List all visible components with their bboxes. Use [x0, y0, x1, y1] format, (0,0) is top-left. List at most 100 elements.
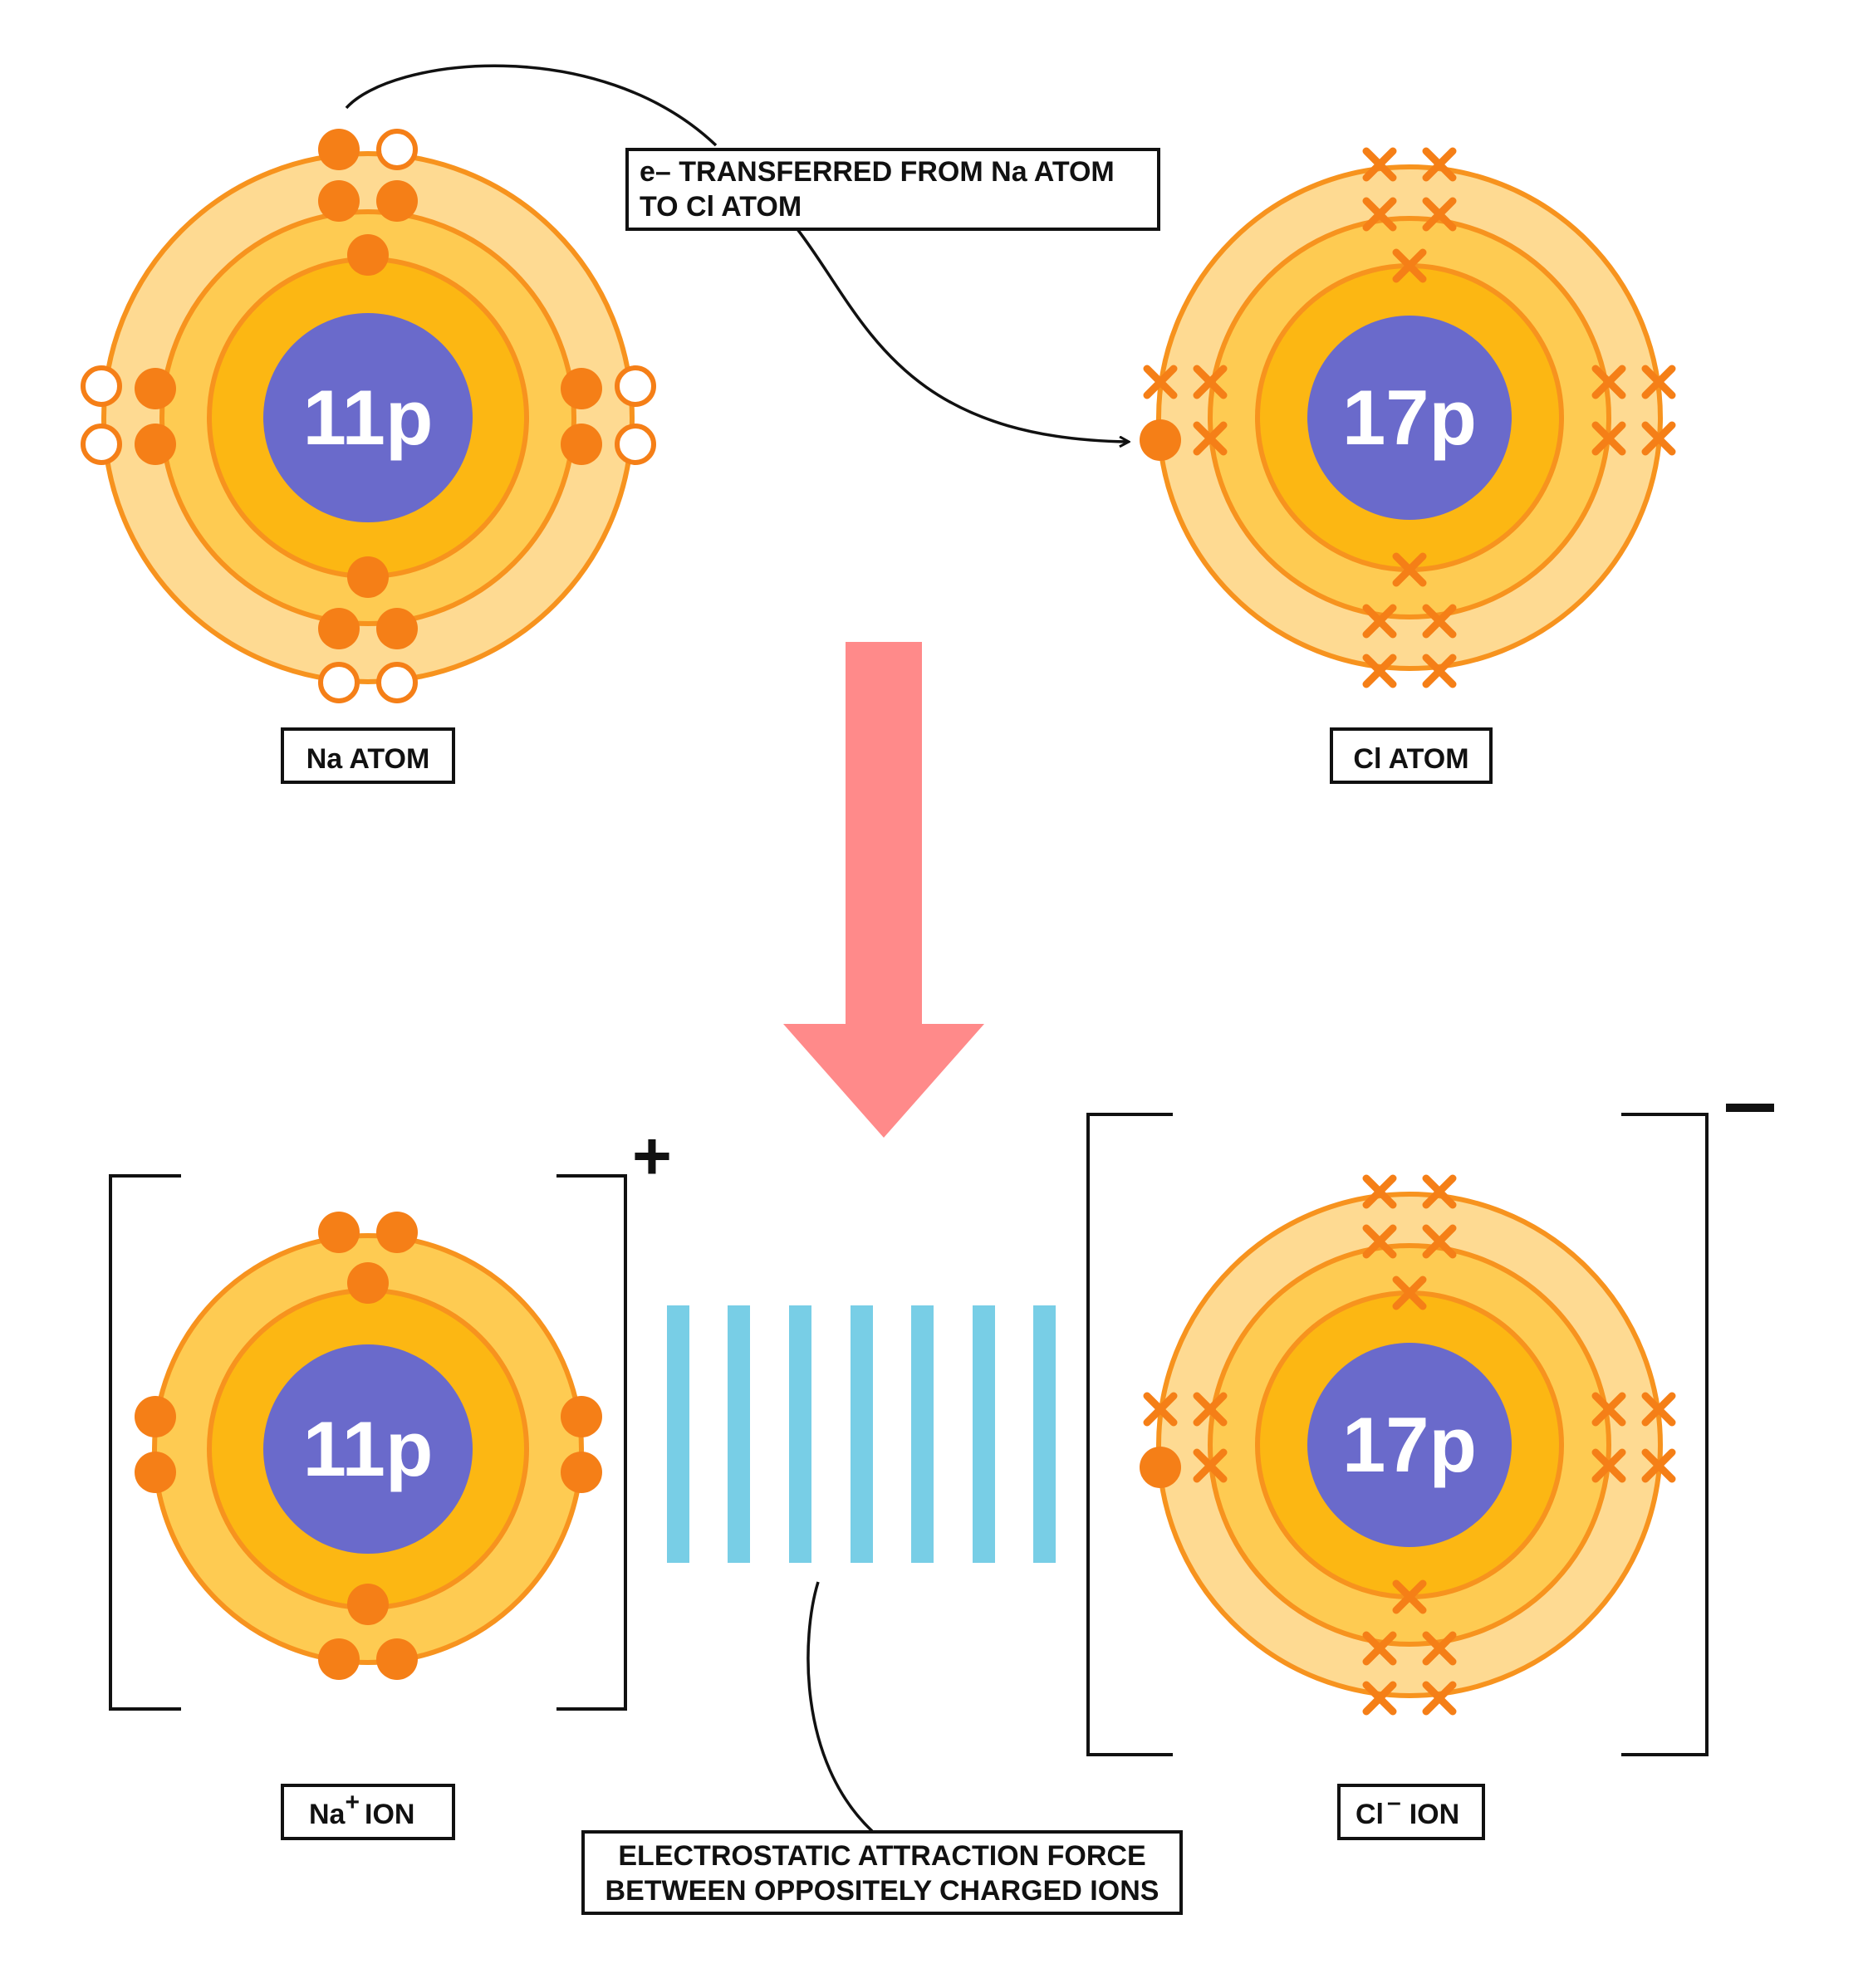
attraction-bar	[1033, 1305, 1056, 1563]
cross-electron-mark	[1422, 604, 1457, 639]
cl-atom-caption-box: Cl ATOM	[1330, 727, 1493, 784]
open-electron-dot	[615, 365, 656, 407]
cl-ion-charge-sign	[1726, 1104, 1774, 1112]
open-electron-dot	[615, 424, 656, 465]
filled-electron-dot	[135, 1396, 176, 1437]
na-atom-caption: Na ATOM	[306, 743, 430, 775]
cross-electron-mark	[1422, 197, 1457, 232]
cross-electron-mark	[1392, 1276, 1427, 1310]
attraction-bar	[851, 1305, 873, 1563]
attraction-connector-line	[806, 1581, 874, 1833]
cross-electron-mark	[1392, 552, 1427, 587]
na-ion-charge-sign: +	[632, 1119, 672, 1194]
cl-atom-caption: Cl ATOM	[1353, 743, 1468, 775]
transfer-note-line1: e– TRANSFERRED FROM Na ATOM	[640, 156, 1115, 188]
na-ion-caption-symbol: Na	[309, 1799, 346, 1830]
na-ion-nucleus	[263, 1344, 473, 1554]
cross-electron-mark	[1641, 1448, 1676, 1483]
cross-electron-mark	[1193, 1392, 1228, 1427]
na-ion-bracket-right	[556, 1174, 627, 1711]
cross-electron-mark	[1591, 421, 1626, 456]
cross-electron-mark	[1392, 1579, 1427, 1614]
filled-electron-dot	[135, 1452, 176, 1493]
cross-electron-mark	[1591, 1392, 1626, 1427]
cross-electron-mark	[1422, 1224, 1457, 1259]
filled-electron-dot	[376, 1638, 418, 1680]
cross-electron-mark	[1422, 1631, 1457, 1666]
na-ion-bracket-left	[109, 1174, 181, 1711]
electrostatic-attraction-bars	[667, 1305, 1056, 1563]
cl-ion-caption-symbol: Cl	[1356, 1799, 1384, 1830]
cross-electron-mark	[1143, 365, 1178, 399]
cross-electron-mark	[1422, 1681, 1457, 1716]
cl-ion: 17p	[1140, 1174, 1676, 1716]
attraction-bar	[911, 1305, 934, 1563]
open-electron-dot	[81, 424, 122, 465]
cross-electron-mark	[1641, 1392, 1676, 1427]
cl-ion-bracket-right	[1621, 1113, 1709, 1756]
transfer-note-box: e– TRANSFERRED FROM Na ATOM TO Cl ATOM	[625, 148, 1160, 231]
filled-electron-dot	[561, 424, 602, 465]
cl-ion-electrons	[1143, 1174, 1676, 1716]
filled-electron-dot	[347, 556, 389, 598]
cross-electron-mark	[1422, 1174, 1457, 1209]
cl-ion-nucleus	[1307, 1343, 1512, 1547]
cross-electron-mark	[1641, 421, 1676, 456]
na-atom-nucleus	[263, 313, 473, 522]
transfer-connector-line	[345, 64, 718, 147]
cl-ion-caption-word: ION	[1410, 1799, 1459, 1830]
na-atom-nucleus-label: 11p	[303, 374, 434, 461]
attraction-bar	[973, 1305, 995, 1563]
filled-electron-dot	[561, 1396, 602, 1437]
transfer-arrow	[796, 228, 1128, 442]
cross-electron-mark	[1362, 1681, 1397, 1716]
filled-electron-dot	[347, 1262, 389, 1304]
na-atom-empty-slots	[81, 129, 656, 703]
cross-electron-mark	[1362, 604, 1397, 639]
cl-atom-nucleus	[1307, 316, 1512, 520]
na-atom: 11p	[81, 129, 656, 703]
na-ion-electrons	[135, 1212, 602, 1680]
na-ion-nucleus-label: 11p	[303, 1405, 434, 1492]
cross-electron-mark	[1641, 365, 1676, 399]
na-ion: 11p	[135, 1212, 602, 1680]
filled-electron-dot	[376, 1212, 418, 1253]
na-ion-caption-box: Na+ION	[281, 1784, 455, 1840]
na-ion-caption: Na+ION	[309, 1789, 414, 1830]
open-electron-dot	[81, 365, 122, 407]
na-ion-caption-word: ION	[365, 1799, 414, 1830]
cross-electron-mark	[1392, 248, 1427, 283]
attraction-bar	[667, 1305, 689, 1563]
filled-electron-dot	[318, 608, 360, 649]
filled-electron-dot	[318, 180, 360, 222]
cl-atom-electrons	[1143, 147, 1676, 688]
filled-electron-dot	[376, 608, 418, 649]
attraction-note-line1: ELECTROSTATIC ATTRACTION FORCE	[618, 1840, 1145, 1872]
filled-electron-dot	[561, 1452, 602, 1493]
cross-electron-mark	[1591, 365, 1626, 399]
filled-electron-dot	[1140, 1447, 1181, 1488]
filled-electron-dot	[1140, 419, 1181, 461]
cl-ion-caption-charge: –	[1387, 1789, 1401, 1816]
cross-electron-mark	[1362, 1174, 1397, 1209]
cross-electron-mark	[1362, 147, 1397, 182]
cross-electron-mark	[1591, 1448, 1626, 1483]
na-atom-electrons	[135, 129, 602, 649]
cross-electron-mark	[1362, 197, 1397, 232]
cross-electron-mark	[1362, 654, 1397, 688]
na-ion-caption-charge: +	[345, 1789, 360, 1816]
filled-electron-dot	[318, 1212, 360, 1253]
filled-electron-dot	[561, 368, 602, 409]
open-electron-dot	[318, 662, 360, 703]
attraction-bar	[789, 1305, 811, 1563]
attraction-note-box: ELECTROSTATIC ATTRACTION FORCE BETWEEN O…	[581, 1830, 1183, 1915]
cl-ion-caption: Cl–ION	[1356, 1789, 1459, 1830]
open-electron-dot	[376, 662, 418, 703]
cross-electron-mark	[1193, 421, 1228, 456]
cl-ion-bracket-left	[1086, 1113, 1173, 1756]
cross-electron-mark	[1422, 654, 1457, 688]
transfer-note-line2: TO Cl ATOM	[640, 191, 802, 223]
filled-electron-dot	[347, 1584, 389, 1625]
filled-electron-dot	[135, 424, 176, 465]
